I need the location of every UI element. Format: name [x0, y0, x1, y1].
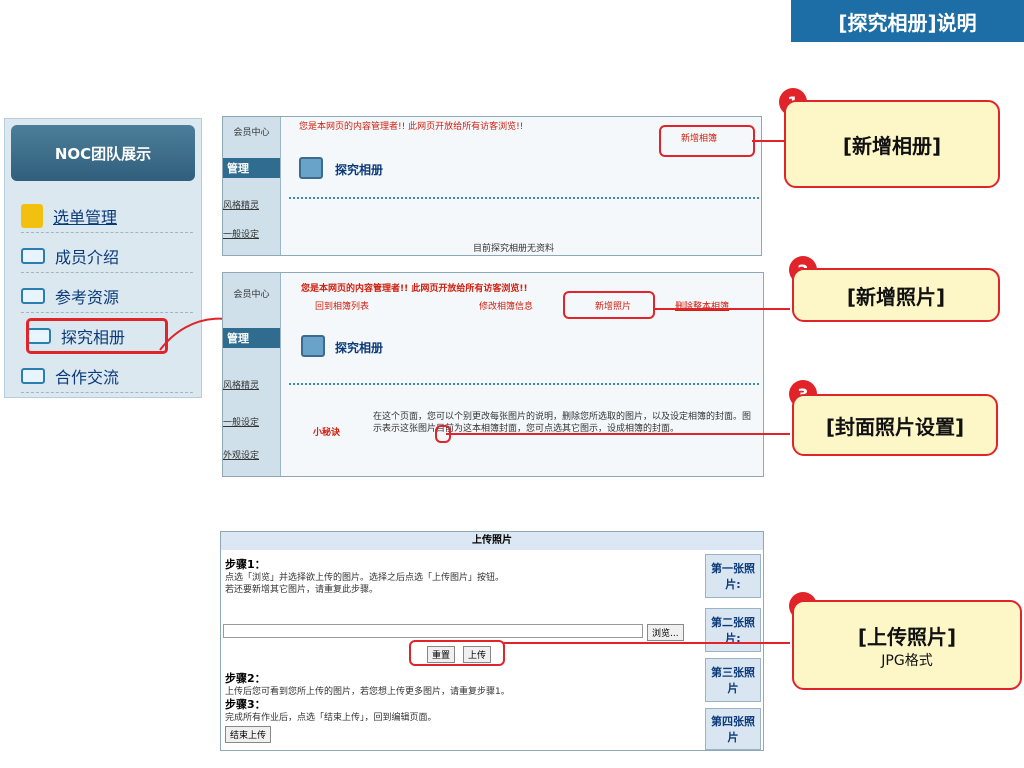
reset-button[interactable]: 重置 — [427, 646, 456, 663]
nav-member-center[interactable]: 会员中心 — [233, 128, 270, 138]
nav-style[interactable]: 风格精灵 — [223, 381, 260, 391]
sidebar-item-label: 参考资源 — [55, 287, 120, 307]
callout-label: [封面照片设置] — [825, 414, 965, 439]
connector-line — [446, 433, 790, 435]
nav-general[interactable]: 一般设定 — [223, 418, 260, 428]
nav-style[interactable]: 风格精灵 — [223, 201, 260, 211]
book-icon — [27, 327, 51, 344]
sidebar-item-label: 合作交流 — [55, 367, 120, 387]
sidebar: NOC团队展示 选单管理 成员介绍 参考资源 探究相册 合作交流 — [4, 118, 202, 398]
connector-line — [654, 308, 790, 310]
callout-new-album: [新增相册] — [784, 100, 1000, 188]
nav-general[interactable]: 一般设定 — [223, 230, 260, 240]
panel-album-edit: 会员中心 管理 风格精灵 一般设定 外观设定 您是本网页的内容管理者!! 此网页… — [222, 272, 764, 477]
sidebar-item-collab[interactable]: 合作交流 — [21, 359, 193, 393]
divider — [289, 197, 759, 203]
owner-notice: 您是本网页的内容管理者!! 此网页开放给所有访客浏览!! — [301, 284, 528, 294]
add-album-link[interactable]: 新增相簿 — [681, 134, 718, 144]
step3-text: 完成所有作业后，点选「结束上传」，回到编辑页面。 — [225, 713, 437, 723]
callout-sub: JPG格式 — [881, 652, 933, 669]
divider — [289, 383, 759, 389]
album-icon — [299, 157, 323, 179]
upload-header: 上传照片 — [221, 532, 763, 550]
photo-slot-2: 第二张照片: — [705, 608, 761, 652]
callout-cover-setting: [封面照片设置] — [792, 394, 998, 456]
sidebar-item-resources[interactable]: 参考资源 — [21, 279, 193, 313]
finish-upload-button[interactable]: 结束上传 — [225, 726, 272, 743]
book-icon — [21, 247, 45, 264]
step2-text: 上传后您可看到您所上传的图片，若您想上传更多图片，请重复步骤1。 — [225, 687, 510, 697]
nav-appearance[interactable]: 外观设定 — [223, 451, 260, 461]
step3-title: 步骤3： — [225, 698, 266, 711]
slide-title: [探究相册]说明 — [791, 0, 1024, 42]
book-icon — [21, 287, 45, 304]
back-to-list-link[interactable]: 回到相簿列表 — [315, 302, 370, 312]
browse-button[interactable]: 浏览... — [647, 624, 684, 641]
highlight-box — [563, 291, 655, 319]
callout-label: [新增照片] — [846, 284, 946, 309]
sidebar-item-menu-manage[interactable]: 选单管理 — [21, 199, 193, 233]
nav-member-center[interactable]: 会员中心 — [233, 290, 270, 300]
step1-line2: 若还要新增其它图片，请重复此步骤。 — [225, 585, 379, 595]
photo-slot-4: 第四张照片 — [705, 708, 761, 750]
add-photo-link[interactable]: 新增照片 — [595, 302, 632, 312]
connector-line — [504, 642, 790, 644]
sidebar-item-album[interactable]: 探究相册 — [26, 318, 168, 354]
callout-label: [新增相册] — [842, 133, 942, 158]
album-title: 探究相册 — [335, 163, 384, 177]
callout-upload-photo: [上传照片] JPG格式 — [792, 600, 1022, 690]
callout-new-photo: [新增照片] — [792, 268, 1000, 322]
sidebar-title: NOC团队展示 — [11, 125, 195, 181]
panel-album-list: 会员中心 管理 风格精灵 一般设定 您是本网页的内容管理者!! 此网页开放给所有… — [222, 116, 762, 256]
nav-column: 会员中心 管理 风格精灵 一般设定 — [223, 117, 281, 255]
nav-manage[interactable]: 管理 — [223, 328, 280, 348]
empty-message: 目前探究相册无资料 — [473, 244, 555, 254]
album-icon — [301, 335, 325, 357]
sidebar-item-label: 成员介绍 — [55, 247, 120, 267]
pencil-cup-icon — [21, 203, 43, 228]
panel-upload: 上传照片 步骤1： 点选「浏览」并选择欲上传的图片。选择之后点选「上传图片」按钮… — [220, 531, 764, 751]
highlight-box — [409, 640, 505, 666]
step1-line1: 点选「浏览」并选择欲上传的图片。选择之后点选「上传图片」按钮。 — [225, 573, 505, 583]
photo-slot-1: 第一张照片: — [705, 554, 761, 598]
book-icon — [21, 367, 45, 384]
upload-button[interactable]: 上传 — [463, 646, 492, 663]
photo-slot-3: 第三张照片 — [705, 658, 761, 702]
file-path-input[interactable] — [223, 624, 643, 638]
edit-album-link[interactable]: 修改相簿信息 — [479, 302, 534, 312]
nav-manage[interactable]: 管理 — [223, 158, 280, 178]
delete-album-link[interactable]: 删除整本相簿 — [675, 302, 730, 312]
album-title: 探究相册 — [335, 341, 384, 355]
step1-title: 步骤1： — [225, 558, 266, 571]
tip-text: 在这个页面，您可以个别更改每张图片的说明，删除您所选取的图片，以及设定相簿的封面… — [373, 412, 752, 434]
sidebar-item-label: 探究相册 — [61, 327, 126, 347]
callout-label: [上传照片] — [857, 624, 957, 649]
sidebar-item-label: 选单管理 — [53, 207, 118, 227]
tip-label: 小秘诀 — [313, 428, 341, 438]
step2-title: 步骤2： — [225, 672, 266, 685]
nav-column: 会员中心 管理 风格精灵 一般设定 外观设定 — [223, 273, 281, 476]
owner-notice: 您是本网页的内容管理者!! 此网页开放给所有访客浏览!! — [299, 122, 524, 132]
connector-line — [752, 140, 784, 142]
sidebar-item-members[interactable]: 成员介绍 — [21, 239, 193, 273]
